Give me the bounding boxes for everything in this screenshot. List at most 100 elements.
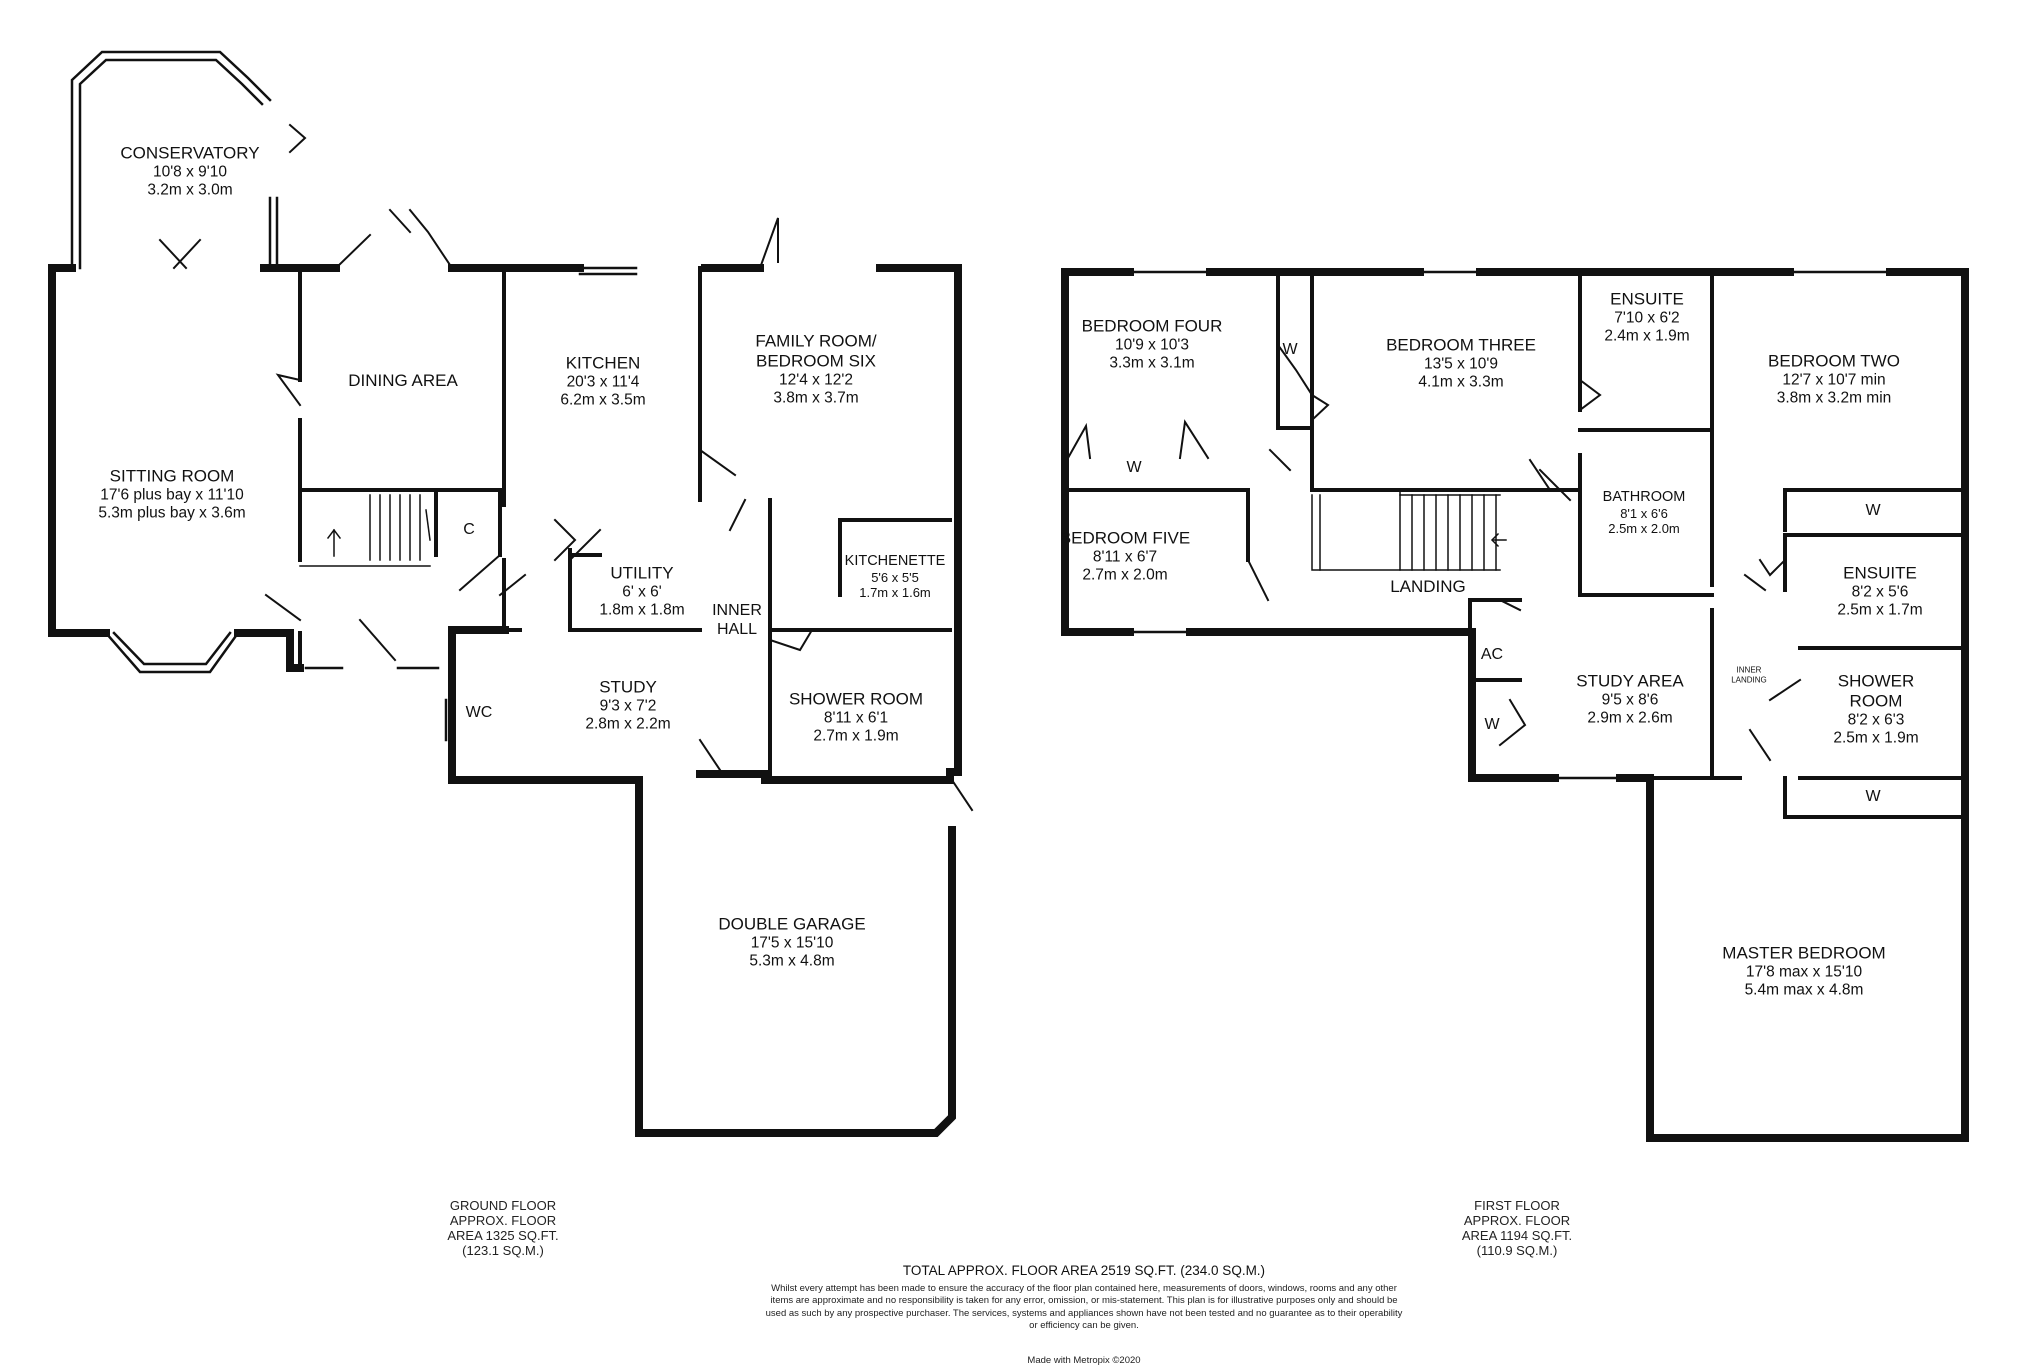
wardrobe-label: W xyxy=(1484,716,1500,733)
room-size-metric: 2.5m x 1.7m xyxy=(1837,602,1923,620)
room-name: DOUBLE GARAGE xyxy=(718,914,866,934)
room-sitting-room: SITTING ROOM 17'6 plus bay x 11'10 5.3m … xyxy=(98,467,245,524)
room-size-imperial: 12'4 x 12'2 xyxy=(778,371,854,389)
first-floor-stairs xyxy=(1311,489,1507,571)
room-size-metric: 2.8m x 2.2m xyxy=(585,716,671,734)
room-ensuite-two: ENSUITE 8'2 x 5'6 2.5m x 1.7m xyxy=(1837,564,1922,621)
room-size-imperial: 8'11 x 6'1 xyxy=(823,709,889,727)
room-name: CONSERVATORY xyxy=(120,143,260,163)
room-size-imperial: 9'5 x 8'6 xyxy=(1601,691,1659,709)
room-bedroom-five: BEDROOM FIVE 8'11 x 6'7 2.7m x 2.0m xyxy=(1060,529,1190,586)
wc-label: WC xyxy=(465,704,493,721)
info-line: APPROX. FLOOR xyxy=(449,1213,557,1229)
room-size-metric: 4.1m x 3.3m xyxy=(1418,374,1504,392)
room-size-metric: 5.3m plus bay x 3.6m xyxy=(98,505,246,523)
room-size-imperial: 5'6 x 5'5 xyxy=(871,570,919,586)
room-size-metric: 6.2m x 3.5m xyxy=(560,392,646,410)
room-name: KITCHENETTE xyxy=(844,553,946,570)
bay-window xyxy=(104,631,240,674)
room-name: SHOWER ROOM xyxy=(788,689,924,709)
room-name-line2: BEDROOM SIX xyxy=(756,351,876,371)
conservatory-walls xyxy=(70,50,279,270)
room-size-metric: 1.7m x 1.6m xyxy=(859,585,931,601)
ground-floor-walls xyxy=(48,264,962,1137)
info-line: (110.9 SQ.M.) xyxy=(1476,1243,1558,1259)
wardrobe-label: W xyxy=(1282,341,1298,358)
wardrobe-label: W xyxy=(1865,502,1881,519)
room-size-imperial: 10'9 x 10'3 xyxy=(1114,336,1190,354)
room-size-metric: 2.7m x 2.0m xyxy=(1082,567,1168,585)
room-size-imperial: 8'1 x 6'6 xyxy=(1620,506,1668,522)
room-size-metric: 2.5m x 1.9m xyxy=(1833,730,1919,748)
room-size-metric: 2.4m x 1.9m xyxy=(1604,328,1690,346)
info-line: FIRST FLOOR xyxy=(1474,1198,1560,1213)
first-floor-info: FIRST FLOOR APPROX. FLOOR AREA 1194 SQ.F… xyxy=(1462,1198,1572,1258)
room-size-imperial: 6' x 6' xyxy=(622,583,662,601)
room-name: DINING AREA xyxy=(348,370,458,390)
wardrobe-label: W xyxy=(1126,459,1142,476)
room-size-imperial: 13'5 x 10'9 xyxy=(1423,355,1498,373)
room-ensuite-one: ENSUITE 7'10 x 6'2 2.4m x 1.9m xyxy=(1604,290,1689,347)
room-size-metric: 3.2m x 3.0m xyxy=(147,182,233,200)
cupboard-label: C xyxy=(463,521,475,538)
room-name-line1: SHOWER xyxy=(1837,671,1915,691)
room-size-imperial: 8'2 x 5'6 xyxy=(1851,583,1909,601)
ground-floor-stairs xyxy=(299,494,431,567)
room-size-imperial: 17'5 x 15'10 xyxy=(750,934,834,952)
ground-floor-info: GROUND FLOOR APPROX. FLOOR AREA 1325 SQ.… xyxy=(447,1198,558,1258)
airing-cupboard-label: AC xyxy=(1480,646,1504,663)
room-size-metric: 2.7m x 1.9m xyxy=(813,728,899,746)
info-line: AREA 1325 SQ.FT. xyxy=(447,1228,559,1244)
info-line: (123.1 SQ.M.) xyxy=(462,1243,544,1259)
room-name: BEDROOM FOUR xyxy=(1081,316,1223,336)
ground-floor-doors xyxy=(158,123,974,812)
room-bathroom: BATHROOM 8'1 x 6'6 2.5m x 2.0m xyxy=(1603,489,1686,537)
room-bedroom-two: BEDROOM TWO 12'7 x 10'7 min 3.8m x 3.2m … xyxy=(1768,352,1900,409)
room-name: BEDROOM THREE xyxy=(1386,335,1536,355)
room-shower-room: SHOWER ROOM 8'11 x 6'1 2.7m x 1.9m xyxy=(789,690,923,747)
room-bedroom-four: BEDROOM FOUR 10'9 x 10'3 3.3m x 3.1m xyxy=(1082,317,1223,374)
room-double-garage: DOUBLE GARAGE 17'5 x 15'10 5.3m x 4.8m xyxy=(718,915,865,972)
room-size-metric: 3.8m x 3.7m xyxy=(773,390,859,408)
room-conservatory: CONSERVATORY 10'8 x 9'10 3.2m x 3.0m xyxy=(120,144,259,201)
room-name-line2: ROOM xyxy=(1849,691,1903,711)
info-line: AREA 1194 SQ.FT. xyxy=(1461,1228,1573,1244)
room-size-imperial: 20'3 x 11'4 xyxy=(566,373,640,391)
room-kitchenette: KITCHENETTE 5'6 x 5'5 1.7m x 1.6m xyxy=(845,553,946,601)
room-dining-area: DINING AREA xyxy=(348,371,458,391)
wardrobe-label: W xyxy=(1865,788,1881,805)
room-name: SITTING ROOM xyxy=(109,466,235,486)
room-size-imperial: 9'3 x 7'2 xyxy=(599,697,657,715)
room-study-area: STUDY AREA 9'5 x 8'6 2.9m x 2.6m xyxy=(1576,672,1683,729)
room-name: KITCHEN xyxy=(565,353,641,373)
room-name: UTILITY xyxy=(610,563,674,583)
room-shower-room-first: SHOWER ROOM 8'2 x 6'3 2.5m x 1.9m xyxy=(1833,672,1918,749)
room-kitchen: KITCHEN 20'3 x 11'4 6.2m x 3.5m xyxy=(560,354,645,411)
room-name: LANDING xyxy=(1390,576,1466,596)
room-size-imperial: 17'8 max x 15'10 xyxy=(1745,963,1863,981)
room-size-metric: 5.4m max x 4.8m xyxy=(1744,982,1864,1000)
first-floor-windows xyxy=(1128,270,1892,1072)
room-landing: LANDING xyxy=(1390,577,1466,597)
room-size-imperial: 7'10 x 6'2 xyxy=(1614,309,1680,327)
room-size-metric: 5.3m x 4.8m xyxy=(749,953,835,971)
room-name: ENSUITE xyxy=(1610,289,1684,309)
room-name: ENSUITE xyxy=(1843,563,1917,583)
room-bedroom-three: BEDROOM THREE 13'5 x 10'9 4.1m x 3.3m xyxy=(1386,336,1536,393)
room-name-line1: FAMILY ROOM/ xyxy=(755,331,877,351)
room-master-bedroom: MASTER BEDROOM 17'8 max x 15'10 5.4m max… xyxy=(1722,944,1885,1001)
room-family-room: FAMILY ROOM/ BEDROOM SIX 12'4 x 12'2 3.8… xyxy=(755,332,876,409)
room-name: BEDROOM TWO xyxy=(1768,351,1900,371)
room-size-imperial: 17'6 plus bay x 11'10 xyxy=(100,486,244,504)
room-name: STUDY xyxy=(599,677,657,697)
room-inner-hall: INNER HALL xyxy=(712,601,762,638)
room-size-imperial: 8'11 x 6'7 xyxy=(1092,548,1158,566)
ground-floor-windows xyxy=(304,266,638,782)
first-floor-doors xyxy=(1066,343,1802,762)
room-name: STUDY AREA xyxy=(1576,671,1684,691)
credit: Made with Metropix ©2020 xyxy=(1027,1355,1141,1366)
total-floor-area: TOTAL APPROX. FLOOR AREA 2519 SQ.FT. (23… xyxy=(902,1263,1266,1278)
room-inner-landing: INNER LANDING xyxy=(1731,665,1767,684)
room-size-imperial: 10'8 x 9'10 xyxy=(152,163,227,181)
